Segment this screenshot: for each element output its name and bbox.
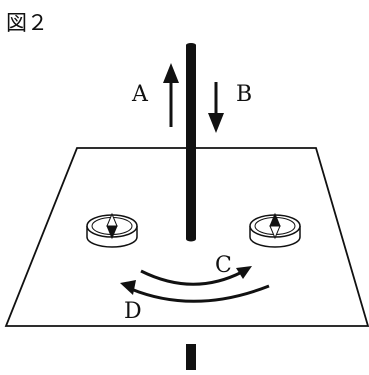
wire-lower <box>186 344 196 370</box>
label-b: B <box>236 82 252 107</box>
compass-icon <box>249 212 301 248</box>
label-d: D <box>124 299 142 324</box>
arrow-b-down <box>208 82 224 133</box>
arc-arrow-d <box>120 280 270 303</box>
arrow-a-up <box>163 63 179 127</box>
label-c: C <box>215 253 232 278</box>
arc-arrow-c <box>140 266 252 286</box>
compass-icon <box>86 212 138 248</box>
wire-upper <box>186 43 196 242</box>
label-a: A <box>131 82 149 107</box>
figure-label: 図２ <box>6 11 48 35</box>
